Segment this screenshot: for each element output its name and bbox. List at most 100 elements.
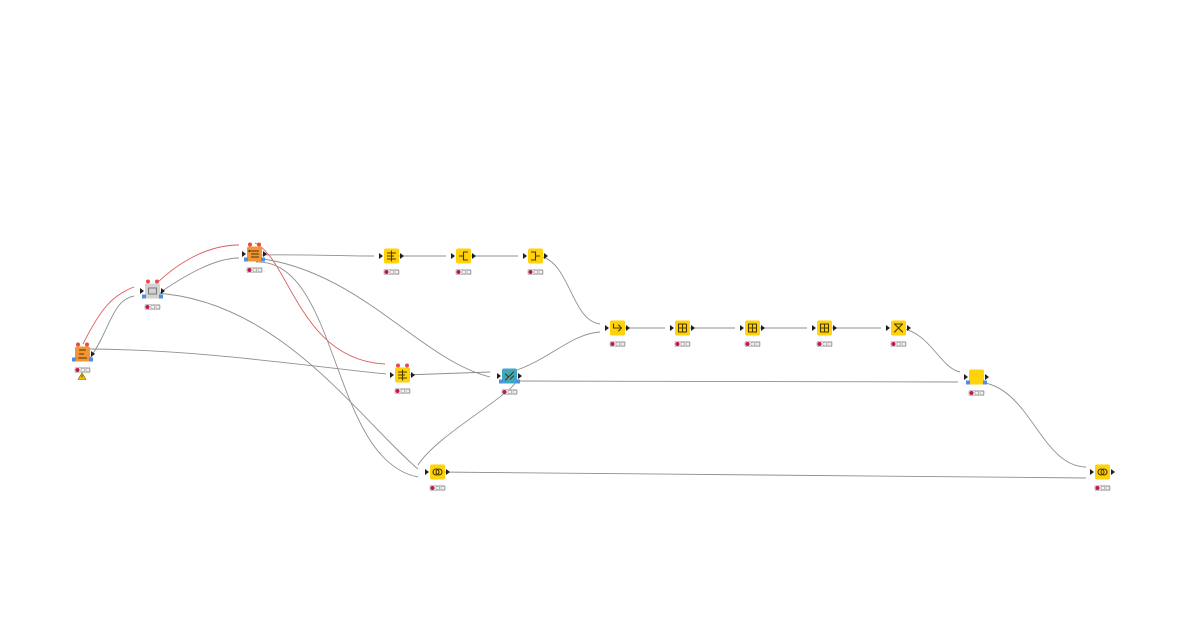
- output-port[interactable]: [907, 325, 911, 331]
- node-body[interactable]: [969, 369, 984, 385]
- node-status-indicator: [429, 485, 446, 491]
- workflow-node-source[interactable]: [72, 342, 95, 380]
- node-status-indicator: [609, 341, 626, 347]
- node-status-indicator: [74, 367, 91, 373]
- workflow-node-metanode[interactable]: [140, 279, 165, 310]
- variable-port[interactable]: [85, 342, 89, 347]
- output-port[interactable]: [626, 325, 630, 331]
- workflow-node-manipulator[interactable]: [964, 369, 989, 396]
- data-connection[interactable]: [154, 292, 419, 470]
- data-connection[interactable]: [899, 327, 961, 373]
- workflow-node-learner[interactable]: [497, 368, 522, 395]
- output-port[interactable]: [446, 469, 450, 475]
- data-connection[interactable]: [536, 255, 601, 325]
- input-port[interactable]: [670, 325, 674, 331]
- model-port[interactable]: [89, 357, 93, 362]
- workflow-node-manipulator[interactable]: [523, 248, 548, 275]
- workflow-node-manipulator[interactable]: [390, 363, 415, 394]
- node-body[interactable]: [1095, 464, 1110, 480]
- output-port[interactable]: [400, 253, 404, 259]
- input-port[interactable]: [140, 288, 144, 294]
- input-port[interactable]: [812, 325, 816, 331]
- column-icon: [677, 323, 688, 333]
- node-body[interactable]: [145, 283, 160, 299]
- output-port[interactable]: [691, 325, 695, 331]
- workflow-node-manipulator[interactable]: [886, 320, 911, 347]
- variable-port[interactable]: [146, 279, 150, 284]
- data-connection[interactable]: [255, 261, 419, 478]
- model-port[interactable]: [142, 294, 146, 299]
- output-port[interactable]: [985, 374, 989, 380]
- column-icon: [747, 323, 758, 333]
- output-port[interactable]: [411, 372, 415, 378]
- input-port[interactable]: [964, 374, 968, 380]
- input-port[interactable]: [390, 372, 394, 378]
- output-port[interactable]: [544, 253, 548, 259]
- workflow-node-manipulator[interactable]: [605, 320, 630, 347]
- variable-port[interactable]: [396, 363, 400, 368]
- variable-port[interactable]: [248, 242, 252, 247]
- data-connection[interactable]: [510, 331, 601, 373]
- output-port[interactable]: [472, 253, 476, 259]
- workflow-node-source[interactable]: [242, 242, 267, 273]
- model-port[interactable]: [72, 357, 76, 362]
- workflow-node-manipulator[interactable]: [1090, 464, 1115, 491]
- model-port[interactable]: [244, 257, 248, 262]
- data-connection[interactable]: [254, 254, 375, 257]
- variable-connection[interactable]: [82, 286, 135, 345]
- output-port[interactable]: [91, 351, 95, 357]
- data-connection[interactable]: [417, 376, 517, 466]
- node-status-indicator: [383, 269, 400, 275]
- model-port[interactable]: [261, 257, 265, 262]
- output-port[interactable]: [518, 373, 522, 379]
- data-connection[interactable]: [438, 471, 1087, 479]
- data-connection[interactable]: [403, 371, 491, 376]
- input-port[interactable]: [425, 469, 429, 475]
- variable-port[interactable]: [405, 363, 409, 368]
- column-icon: [819, 323, 830, 333]
- output-port[interactable]: [161, 288, 165, 294]
- input-port[interactable]: [451, 253, 455, 259]
- data-connection[interactable]: [977, 381, 1087, 468]
- node-status-indicator: [246, 267, 263, 273]
- model-port[interactable]: [966, 380, 970, 385]
- input-port[interactable]: [1090, 469, 1094, 475]
- data-connection[interactable]: [154, 257, 240, 297]
- output-port[interactable]: [761, 325, 765, 331]
- model-port[interactable]: [159, 294, 163, 299]
- joiner-icon: [1097, 468, 1108, 476]
- input-port[interactable]: [886, 325, 890, 331]
- output-port[interactable]: [263, 251, 267, 257]
- node-layer: [72, 242, 1115, 491]
- data-connection[interactable]: [255, 257, 491, 378]
- output-port[interactable]: [1111, 469, 1115, 475]
- variable-connection[interactable]: [254, 242, 386, 365]
- workflow-node-manipulator[interactable]: [451, 248, 476, 275]
- input-port[interactable]: [523, 253, 527, 259]
- variable-port[interactable]: [257, 242, 261, 247]
- workflow-node-manipulator[interactable]: [670, 320, 695, 347]
- data-connection[interactable]: [89, 348, 387, 375]
- merge-icon: [530, 251, 541, 261]
- variable-port[interactable]: [155, 279, 159, 284]
- input-port[interactable]: [740, 325, 744, 331]
- variable-port[interactable]: [76, 342, 80, 347]
- model-port[interactable]: [499, 379, 503, 384]
- output-port[interactable]: [833, 325, 837, 331]
- node-body[interactable]: [430, 464, 445, 480]
- input-port[interactable]: [242, 251, 246, 257]
- data-connection[interactable]: [510, 380, 959, 383]
- metanode-icon: [147, 287, 158, 295]
- model-port[interactable]: [516, 379, 520, 384]
- input-port[interactable]: [497, 373, 501, 379]
- input-port[interactable]: [605, 325, 609, 331]
- workflow-node-manipulator[interactable]: [740, 320, 765, 347]
- workflow-node-manipulator[interactable]: [379, 248, 404, 275]
- workflow-node-manipulator[interactable]: [812, 320, 837, 347]
- variable-connection[interactable]: [153, 244, 240, 287]
- input-port[interactable]: [379, 253, 383, 259]
- model-port[interactable]: [983, 380, 987, 385]
- workflow-node-manipulator[interactable]: [425, 464, 450, 491]
- data-connection[interactable]: [89, 295, 135, 359]
